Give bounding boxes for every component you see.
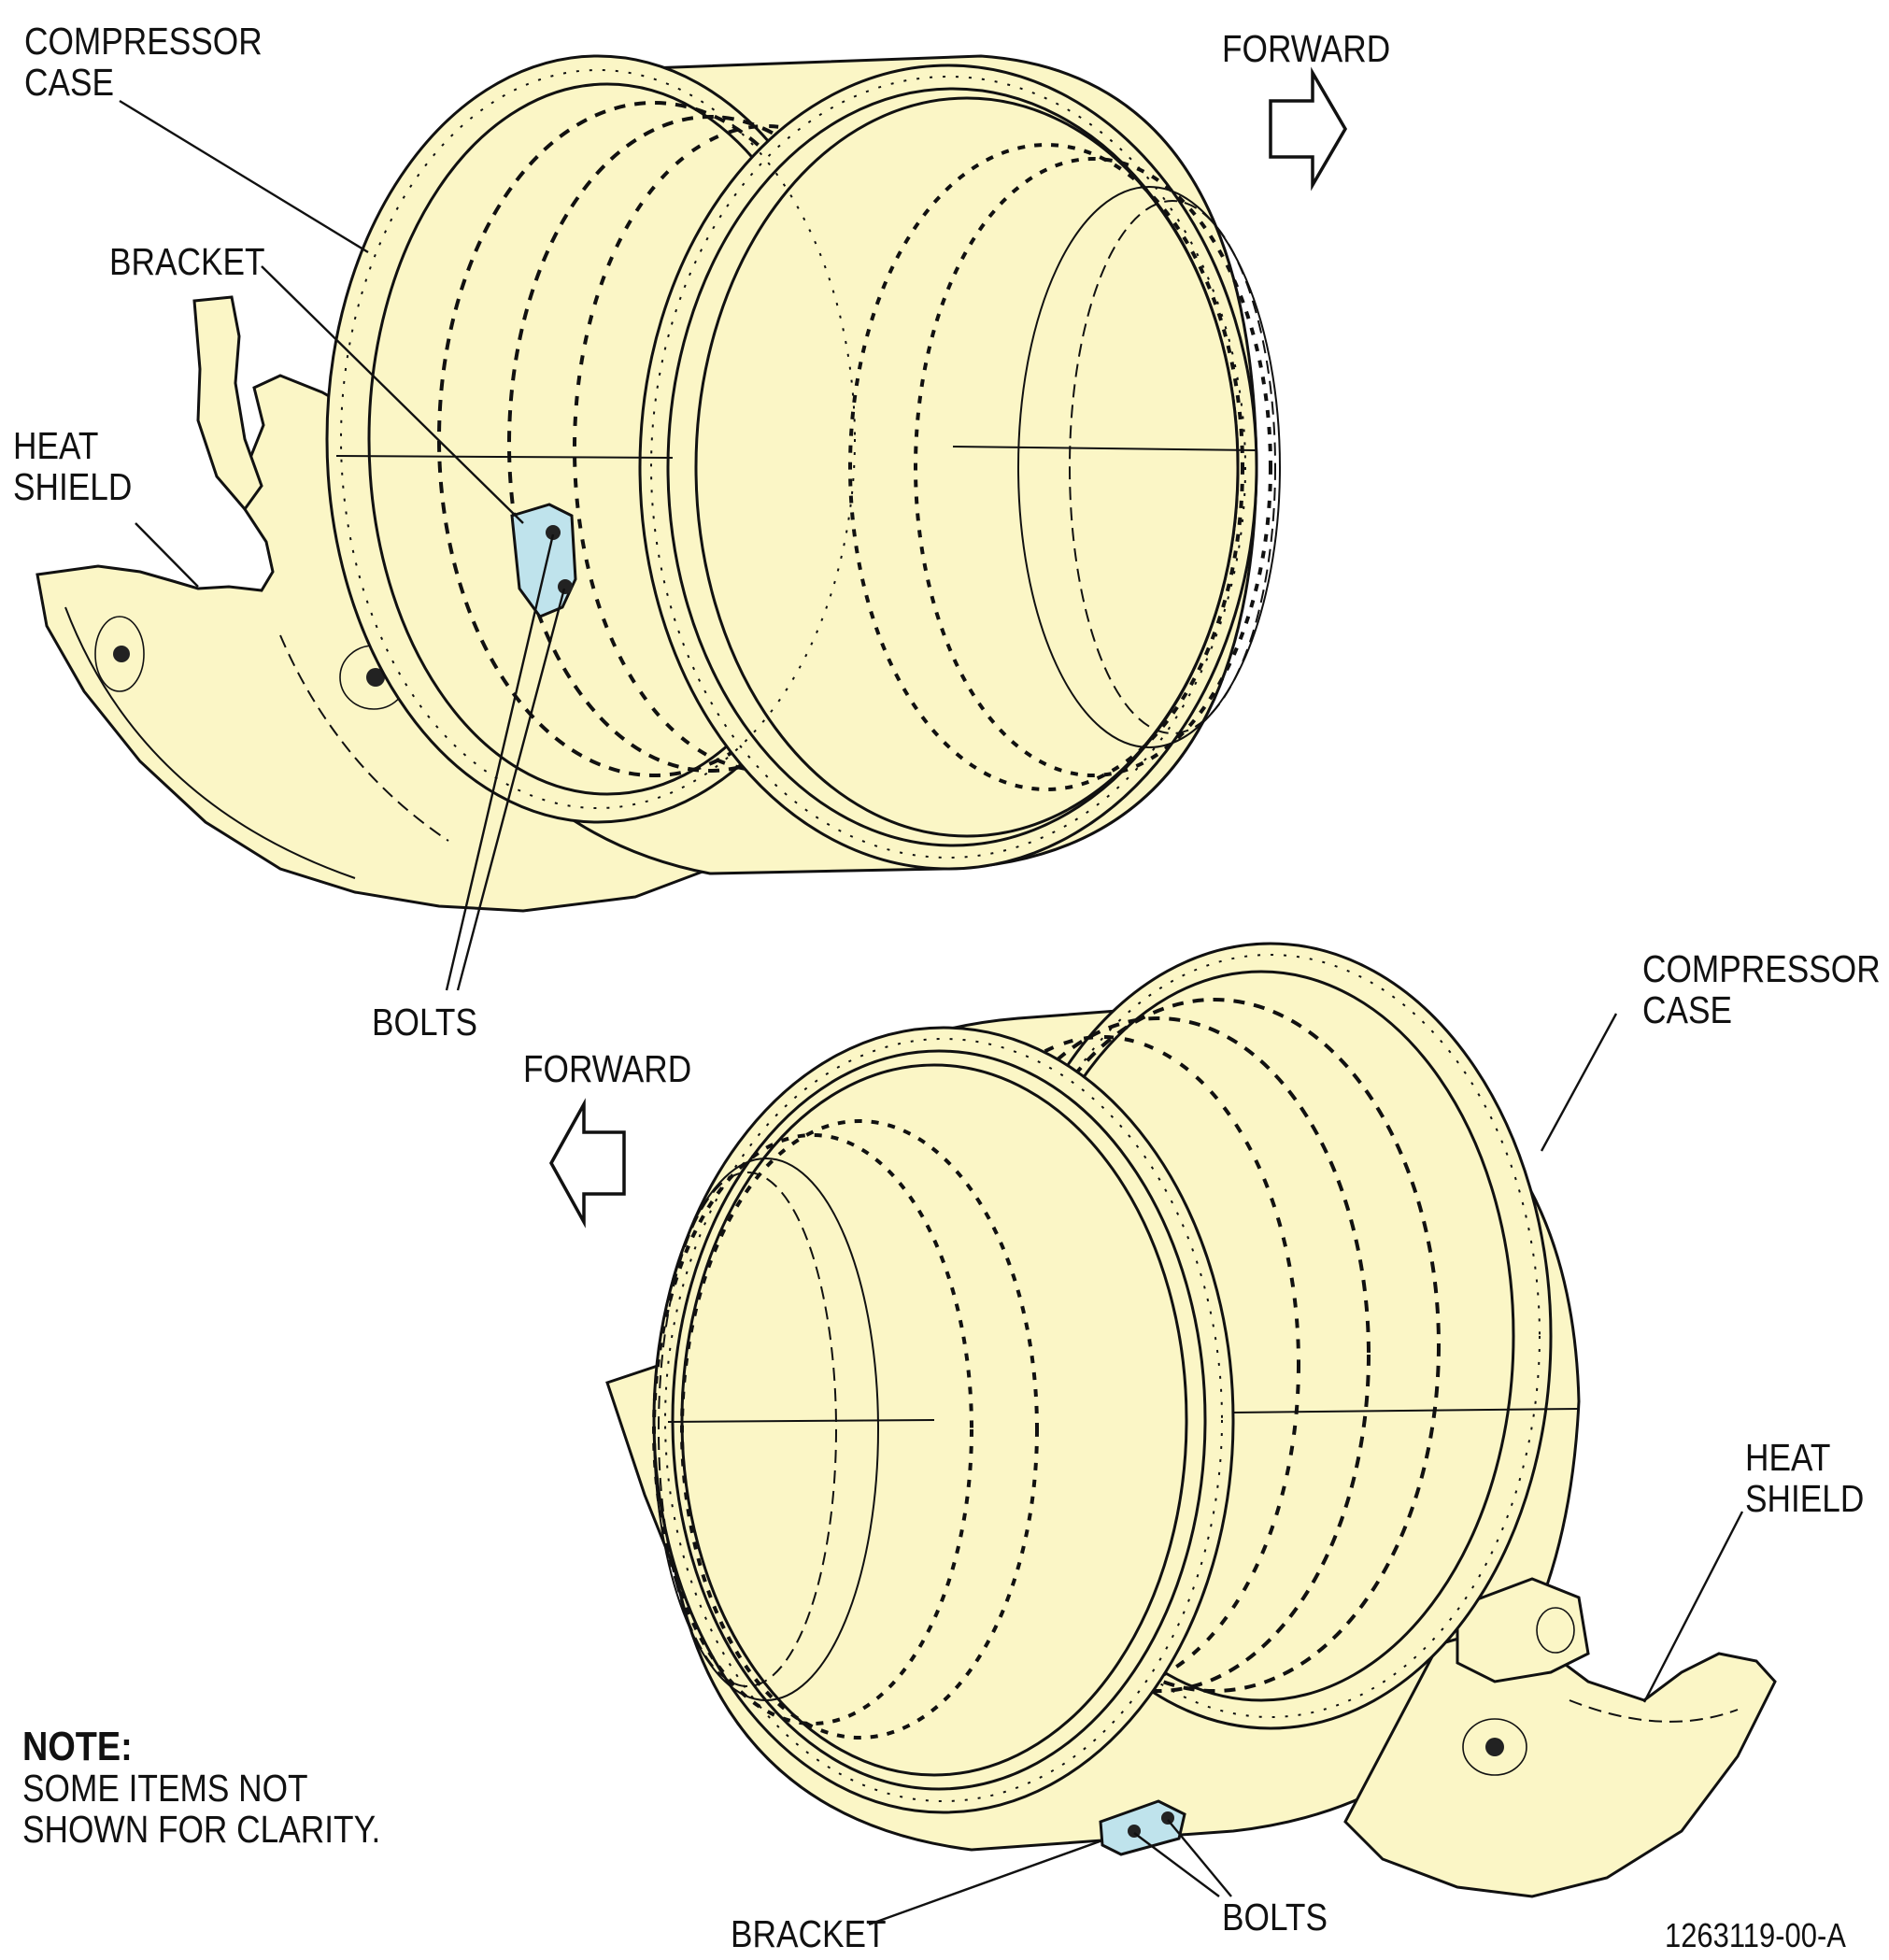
bottom-bracket-leader [868, 1839, 1103, 1926]
bottom-forward-arrow [548, 1098, 626, 1229]
top-case-bore [694, 96, 1240, 838]
bottom-leaders [868, 1013, 1744, 1926]
top-compressor-case-label: COMPRESSOR CASE [24, 21, 263, 103]
top-case-leader [119, 99, 369, 254]
bottom-compressor-case-label-line-1: COMPRESSOR [1642, 947, 1881, 990]
top-heat-shield-label: HEAT SHIELD [13, 425, 132, 507]
top-forward-arrow [1269, 66, 1348, 192]
top-heat-shield-pipe [192, 295, 263, 512]
top-inner-ring-3 [1017, 186, 1281, 748]
top-shield-edge [64, 606, 356, 879]
bottom-split-line-right [1232, 1408, 1580, 1413]
bottom-view [605, 942, 1777, 1898]
note-title: NOTE: [22, 1724, 133, 1769]
bottom-heat-shield-lug [1456, 1577, 1590, 1683]
top-bracket-label: BRACKET [109, 240, 265, 283]
bottom-bolt-2 [1161, 1811, 1174, 1825]
top-bolt-leader-1 [445, 533, 555, 991]
top-heat-shield-leader [135, 522, 199, 588]
bottom-split-line-left [667, 1419, 935, 1423]
bottom-bracket-label: BRACKET [731, 1912, 887, 1955]
top-compressor-case-label-line-1: COMPRESSOR [24, 20, 263, 63]
bottom-shield-lug-hole [1536, 1607, 1575, 1654]
top-shield-port-bolt [366, 668, 385, 687]
note-line-1: SOME ITEMS NOT [22, 1767, 308, 1810]
bottom-heat-shield-label: HEAT SHIELD [1745, 1437, 1864, 1519]
top-heat-shield-label-line-2: SHIELD [13, 465, 133, 508]
top-shield-boss-bolt [113, 646, 130, 662]
bottom-case-leader [1540, 1013, 1618, 1152]
bottom-compressor-case-label-line-2: CASE [1642, 988, 1733, 1031]
top-split-line-right [952, 446, 1257, 451]
top-heat-shield-label-line-1: HEAT [13, 424, 99, 467]
bottom-bolts-label: BOLTS [1222, 1896, 1328, 1939]
bottom-heat-shield-label-line-2: SHIELD [1745, 1477, 1865, 1520]
top-bolt-leader-2 [456, 588, 566, 991]
bottom-shield-hidden-line [1569, 1699, 1739, 1723]
top-forward-label: FORWARD [1222, 27, 1391, 70]
figure-id: 1263119-00-A [1665, 1916, 1846, 1954]
top-bracket-leader [261, 265, 524, 524]
top-split-line-left [335, 455, 674, 459]
top-inner-ring-4 [1069, 200, 1276, 734]
bottom-forward-label: FORWARD [523, 1047, 692, 1090]
bottom-inner-ring-3 [653, 1158, 879, 1701]
bottom-heat-shield-leader [1642, 1511, 1744, 1703]
bottom-shield-port-bolt [1485, 1738, 1504, 1756]
note-line-2: SHOWN FOR CLARITY. [22, 1808, 381, 1851]
top-bolts-label: BOLTS [372, 1001, 477, 1044]
top-view [36, 54, 1281, 913]
bottom-compressor-case-label: COMPRESSOR CASE [1642, 948, 1881, 1030]
bottom-inner-ring-4 [658, 1172, 837, 1687]
bottom-forward-flange-inner [671, 1049, 1207, 1791]
bottom-bolt-leader-1 [1133, 1832, 1220, 1897]
top-bolt-2 [558, 579, 573, 594]
top-leaders [119, 99, 566, 991]
top-aft-bolt-circle [340, 69, 856, 809]
bottom-heat-shield [1343, 1624, 1777, 1898]
top-bolt-1 [546, 525, 561, 540]
top-inner-ring-1 [848, 143, 1244, 791]
bottom-inner-ring-1 [680, 1119, 1039, 1740]
bottom-flange-bolt-circle [664, 1038, 1223, 1802]
bottom-bolt-leader-2 [1167, 1819, 1232, 1897]
top-flange-bolt-circle [650, 76, 1246, 859]
note-block: NOTE: SOME ITEMS NOT SHOWN FOR CLARITY. [22, 1724, 381, 1851]
bottom-heat-shield-label-line-1: HEAT [1745, 1436, 1831, 1479]
bottom-aft-bolt-circle [1001, 954, 1541, 1718]
top-inner-ring-2 [914, 157, 1272, 777]
top-shield-hidden-line [279, 634, 449, 842]
top-compressor-case-label-line-2: CASE [24, 61, 115, 104]
